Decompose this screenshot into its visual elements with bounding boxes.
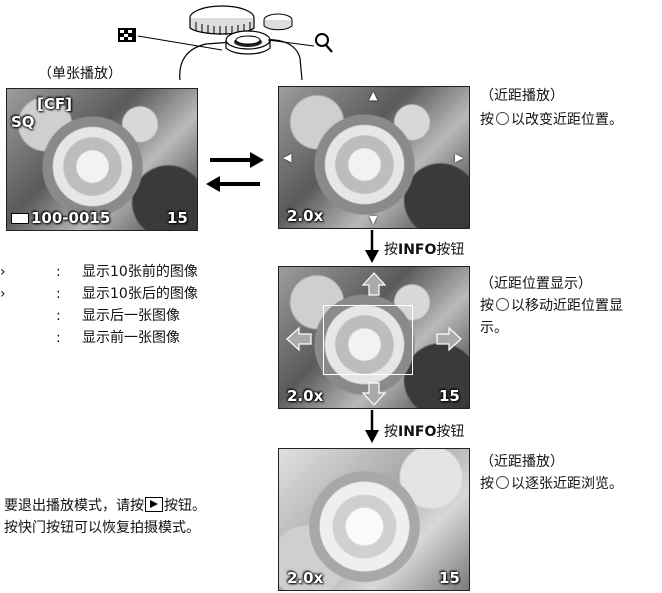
zoom-level: 2.0x <box>287 207 324 225</box>
zoom-level: 2.0x <box>287 387 324 405</box>
closeup-desc-1: 按以改变近距位置。 <box>480 112 623 128</box>
closeup-photo-3: 2.0x 15 <box>278 448 470 591</box>
arrow-down-icon <box>361 382 387 406</box>
battery-icon <box>11 213 29 224</box>
closeup-desc-2-line2: 示。 <box>480 320 508 336</box>
single-play-heading: （单张播放） <box>38 66 122 82</box>
arrow-left-icon: ◀ <box>283 151 292 164</box>
chevron-icon: › <box>0 264 6 280</box>
closeup-heading-2: （近距位置显示） <box>480 276 592 292</box>
dpad-icon <box>496 476 509 489</box>
card-indicator: [CF] <box>37 95 72 113</box>
chevron-icon: › <box>0 286 6 302</box>
closeup-desc-3: 按以逐张近距浏览。 <box>480 476 623 492</box>
arrow-down-icon: ▼ <box>369 213 378 226</box>
arrow-up-icon: ▲ <box>369 89 378 102</box>
down-arrow-icon <box>365 410 379 443</box>
closeup-heading-3: （近距播放） <box>480 454 564 470</box>
frame-count: 15 <box>439 387 460 405</box>
exit-note-line1: 要退出播放模式，请按按钮。 <box>4 497 206 514</box>
single-play-photo: [CF] SQ 100-0015 15 <box>6 88 198 231</box>
index-grid-icon <box>118 28 136 42</box>
exit-note-line2: 按快门按钮可以恢复拍摄模式。 <box>4 520 200 536</box>
file-number: 100-0015 <box>31 209 111 227</box>
mode-switch-arrows-icon <box>206 152 264 192</box>
arrow-up-icon <box>361 272 387 296</box>
arrow-left-icon <box>286 326 312 352</box>
closeup-heading-1: （近距播放） <box>480 88 564 104</box>
closeup-desc-2: 按以移动近距位置显 <box>480 298 623 314</box>
frame-count: 15 <box>167 209 188 227</box>
arrow-right-icon: ▶ <box>455 151 464 164</box>
frame-count: 15 <box>439 569 460 587</box>
arrow-right-icon <box>436 326 462 352</box>
quality-indicator: SQ <box>11 113 35 131</box>
camera-zoom-lever-illustration <box>118 5 333 81</box>
zoom-frame <box>323 305 413 375</box>
dpad-icon <box>496 298 509 311</box>
step-info-2: 按INFO按钮 <box>384 424 465 440</box>
zoom-level: 2.0x <box>287 569 324 587</box>
playback-icon <box>145 497 163 512</box>
info-button-label: INFO <box>398 424 437 440</box>
down-arrow-icon <box>365 230 379 263</box>
info-button-label: INFO <box>398 242 437 258</box>
step-info-1: 按INFO按钮 <box>384 242 465 258</box>
dpad-icon <box>496 112 509 125</box>
closeup-position-photo: 2.0x 15 <box>278 266 470 409</box>
magnify-icon <box>315 33 333 53</box>
closeup-photo-1: ▲ ▼ ◀ ▶ 2.0x <box>278 86 470 229</box>
